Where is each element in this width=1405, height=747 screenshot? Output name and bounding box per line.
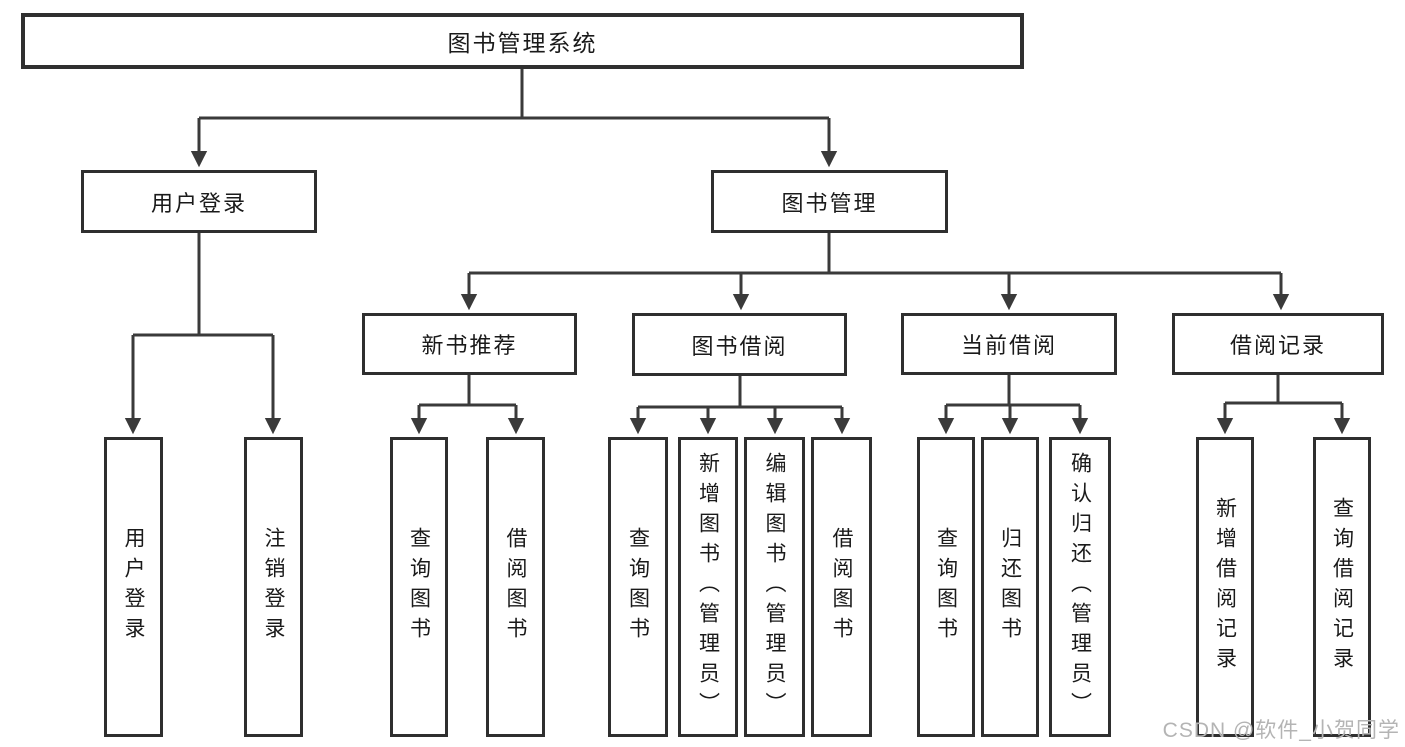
node-label: 借阅图书 — [830, 527, 853, 647]
node-library-system: 图书管理系统 — [21, 13, 1024, 69]
connector-borrow-records-to-leaves — [1216, 375, 1351, 435]
node-label: 用户登录 — [122, 527, 145, 647]
node-label: 查询图书 — [934, 527, 958, 647]
node-book-borrowing: 图书借阅 — [632, 313, 847, 376]
leaf-recommend-query-books: 查询图书 — [390, 437, 448, 737]
node-label: 查询图书 — [626, 527, 650, 647]
node-label: 归还图书 — [998, 527, 1022, 647]
node-label: 确认归还（管理员） — [1068, 452, 1092, 722]
node-label: 新书推荐 — [421, 333, 518, 358]
connector-book-borrow-to-leaves — [629, 375, 851, 435]
node-label: 图书管理 — [781, 190, 878, 216]
node-label: 新增图书（管理员） — [696, 452, 720, 722]
node-book-management: 图书管理 — [711, 170, 948, 233]
leaf-recommend-borrow-books: 借阅图书 — [486, 437, 545, 737]
connector-current-borrow-to-leaves — [937, 375, 1089, 435]
node-label: 借阅记录 — [1229, 333, 1326, 358]
leaf-current-return-books: 归还图书 — [981, 437, 1039, 737]
node-borrowing-records: 借阅记录 — [1172, 313, 1384, 375]
connector-new-books-to-leaves — [410, 375, 525, 435]
node-label: 图书管理系统 — [447, 30, 598, 56]
leaf-borrowing-edit-books-admin: 编辑图书（管理员） — [744, 437, 805, 737]
node-label: 用户登录 — [150, 190, 247, 216]
node-label: 当前借阅 — [960, 333, 1057, 358]
node-label: 图书借阅 — [691, 333, 788, 359]
node-label: 编辑图书（管理员） — [763, 452, 786, 722]
leaf-borrowing-add-books-admin: 新增图书（管理员） — [678, 437, 738, 737]
node-new-book-recommend: 新书推荐 — [362, 313, 577, 375]
leaf-current-confirm-return-admin: 确认归还（管理员） — [1049, 437, 1111, 737]
node-label: 注销登录 — [262, 527, 285, 647]
connector-book-mgmt-to-level3 — [460, 233, 1290, 311]
leaf-records-add-record: 新增借阅记录 — [1196, 437, 1254, 737]
node-label: 新增借阅记录 — [1213, 497, 1237, 677]
leaf-current-query-books: 查询图书 — [917, 437, 975, 737]
node-user-login: 用户登录 — [81, 170, 317, 233]
connector-root-to-level2 — [190, 69, 838, 168]
node-label: 查询借阅记录 — [1330, 497, 1354, 677]
leaf-records-query-record: 查询借阅记录 — [1313, 437, 1371, 737]
node-label: 查询图书 — [407, 527, 431, 647]
node-label: 借阅图书 — [504, 527, 527, 647]
node-current-borrowing: 当前借阅 — [901, 313, 1117, 375]
leaf-logout: 注销登录 — [244, 437, 303, 737]
connector-user-login-to-leaves — [124, 233, 282, 435]
leaf-borrowing-query-books: 查询图书 — [608, 437, 668, 737]
csdn-watermark: CSDN @软件_小贺同学 — [1162, 719, 1400, 742]
leaf-borrowing-borrow-books: 借阅图书 — [811, 437, 872, 737]
leaf-user-login: 用户登录 — [104, 437, 163, 737]
